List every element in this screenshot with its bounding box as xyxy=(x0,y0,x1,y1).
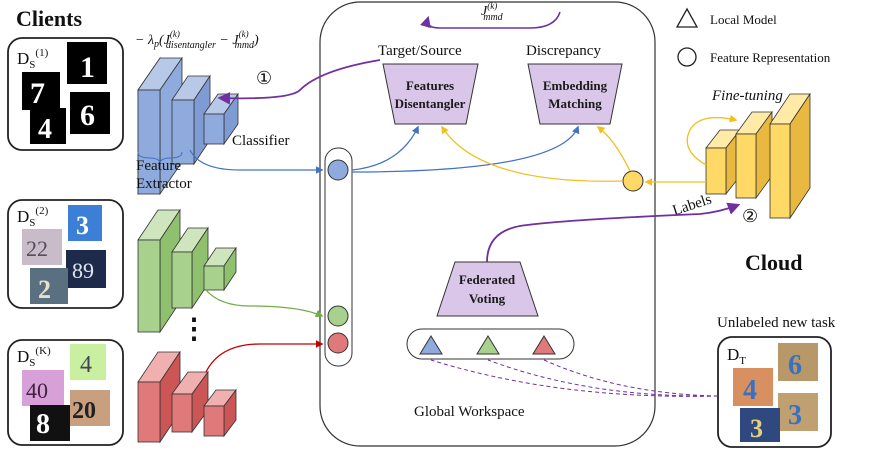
clients-title: Clients xyxy=(16,6,82,31)
svg-text:3: 3 xyxy=(76,211,89,240)
global-workspace-box xyxy=(319,1,656,447)
svg-text:40: 40 xyxy=(26,378,48,403)
svg-text:②: ② xyxy=(742,206,758,226)
arrow-client2-feature xyxy=(205,289,324,317)
svg-text:6: 6 xyxy=(80,99,95,132)
federated-voting-module: Federated Voting xyxy=(436,261,539,317)
feature-label: Feature xyxy=(136,158,181,174)
arrow-step1 xyxy=(217,59,381,105)
jmmd-arrow xyxy=(420,11,561,29)
legend: Local Model Feature Representation xyxy=(675,7,831,67)
feature-yellow-circle xyxy=(622,170,644,192)
dashed-target-blue xyxy=(430,359,719,397)
client2-dataset: DS(2) 3 22 89 2 xyxy=(7,199,124,309)
client2-model xyxy=(137,208,237,334)
dashed-target-green xyxy=(487,359,719,397)
svg-text:4: 4 xyxy=(743,375,757,406)
svg-text:6: 6 xyxy=(788,350,802,381)
clientK-model xyxy=(137,350,237,444)
local-model-legend-icon xyxy=(675,7,699,28)
legend-feature-representation: Feature Representation xyxy=(710,50,831,65)
svg-text:Disentangler: Disentangler xyxy=(395,96,466,111)
dashed-target-red xyxy=(543,359,719,397)
local-model-green xyxy=(476,335,500,355)
features-disentangler-module: Features Disentangler xyxy=(382,63,479,125)
classifier-label: Classifier xyxy=(232,133,290,149)
svg-text:DS(1): DS(1) xyxy=(17,47,49,71)
svg-text:3: 3 xyxy=(750,414,763,443)
feature-green-circle xyxy=(327,305,349,327)
arrow-finetune-loop xyxy=(686,114,738,166)
svg-text:Features: Features xyxy=(406,78,454,93)
svg-text:4: 4 xyxy=(38,114,52,145)
feature-extractor-brace xyxy=(137,151,183,164)
svg-text:DT: DT xyxy=(727,345,746,367)
discrepancy-label: Discrepancy xyxy=(526,43,601,59)
cloud-title: Cloud xyxy=(745,250,802,275)
global-workspace-label: Global Workspace xyxy=(414,404,525,420)
client1-model xyxy=(137,56,239,196)
svg-text:DS(2): DS(2) xyxy=(17,205,49,229)
arrow-clientK-feature xyxy=(205,340,324,373)
svg-text:7: 7 xyxy=(30,77,45,110)
local-model-red xyxy=(532,335,556,355)
arrow-client1-feature xyxy=(189,149,324,174)
embedding-matching-module: Embedding Matching xyxy=(527,63,623,125)
feature-blue-circle xyxy=(327,159,349,181)
legend-local-model: Local Model xyxy=(710,12,777,27)
unlabeled-task-label: Unlabeled new task xyxy=(717,315,836,331)
svg-text:Voting: Voting xyxy=(469,291,506,306)
loss-formula: − λp(J(k)disentangler − J(k)mmd) xyxy=(135,29,259,51)
step2-badge: ② xyxy=(742,206,758,226)
step1-badge: ① xyxy=(256,68,272,88)
feature-red-circle xyxy=(327,332,349,354)
target-dataset: DT 6 4 3 3 xyxy=(717,336,832,448)
arrow-feature-disentangler xyxy=(351,125,419,171)
extractor-label: Extractor xyxy=(136,176,192,192)
svg-text:8: 8 xyxy=(36,409,50,440)
svg-text:Embedding: Embedding xyxy=(543,78,608,93)
svg-text:Matching: Matching xyxy=(548,96,602,111)
svg-text:1: 1 xyxy=(80,51,95,84)
arrow-feature-embedding xyxy=(351,125,580,173)
fine-tuning-label: Fine-tuning xyxy=(711,88,783,104)
local-model-blue xyxy=(419,335,443,355)
svg-text:Federated: Federated xyxy=(459,272,516,287)
svg-text:22: 22 xyxy=(26,236,48,261)
feature-representation-legend-icon xyxy=(677,47,697,67)
svg-text:2: 2 xyxy=(38,275,51,304)
svg-text:20: 20 xyxy=(72,398,96,424)
arrow-step2 xyxy=(486,202,741,263)
arrow-target-disentangler xyxy=(441,125,624,182)
svg-text:①: ① xyxy=(256,68,272,88)
arrow-target-embedding xyxy=(596,126,631,172)
svg-text:DS(K): DS(K) xyxy=(17,345,51,369)
svg-text:89: 89 xyxy=(72,258,94,283)
clientK-dataset: DS(K) 4 40 20 8 xyxy=(7,339,124,446)
cloud-model xyxy=(705,92,811,220)
client1-dataset: DS(1) 1 7 4 6 xyxy=(7,37,124,151)
ellipsis: ⋮ xyxy=(180,314,208,345)
svg-text:4: 4 xyxy=(80,352,92,378)
jmmd-top-label: J(k)mmd xyxy=(481,1,504,23)
svg-text:3: 3 xyxy=(788,400,802,431)
target-source-label: Target/Source xyxy=(378,43,462,59)
